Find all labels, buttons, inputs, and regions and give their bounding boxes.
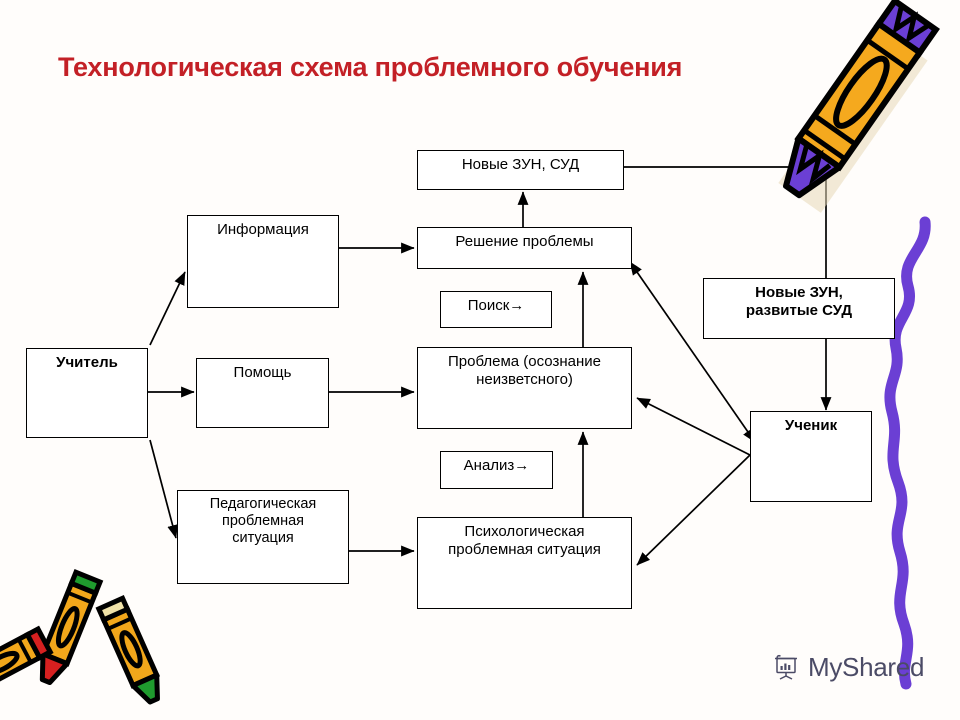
node-help-label: Помощь [233, 364, 292, 381]
node-information-label: Информация [217, 221, 309, 238]
node-student[interactable]: Ученик [750, 411, 872, 502]
edge-student-to-psychological [636, 454, 751, 566]
edge-teacher-to-information [149, 271, 186, 346]
myshared-label: MyShared [808, 652, 925, 682]
purple-scribble [884, 216, 931, 690]
node-teacher-label: Учитель [56, 354, 118, 371]
node-new-zun-developed-line1: Новые ЗУН, [755, 284, 843, 301]
node-pedagogical-line2: проблемная [221, 513, 305, 530]
node-pedagogical-line1: Педагогическая [209, 496, 317, 512]
edge-student-solution-bidirectional [629, 261, 756, 443]
node-pedagogical-line3: ситуация [232, 530, 294, 547]
node-problem[interactable]: Проблема (осознание неизветсного) [417, 347, 632, 429]
node-psychological-line2: проблемная ситуация [448, 540, 601, 558]
node-psychological-situation[interactable]: Психологическая проблемная ситуация [417, 517, 632, 609]
node-psychological-line1: Психологическая [464, 523, 585, 540]
node-problem-line2: неизветсного) [476, 370, 573, 388]
orange-crayon [778, 0, 940, 213]
node-analysis-label: Анализ→ [463, 457, 530, 474]
node-teacher[interactable]: Учитель [26, 348, 148, 438]
node-new-zun-sud[interactable]: Новые ЗУН, СУД [417, 150, 624, 190]
node-new-zun-sud-label: Новые ЗУН, СУД [461, 156, 580, 173]
node-solution[interactable]: Решение проблемы [417, 227, 632, 269]
node-new-zun-developed-sud[interactable]: Новые ЗУН, развитые СУД [703, 278, 895, 339]
node-search-label: Поиск→ [467, 297, 525, 314]
node-pedagogical-situation[interactable]: Педагогическая проблемная ситуация [177, 490, 349, 584]
node-student-label: Ученик [784, 417, 838, 434]
myshared-watermark: MyShared [772, 652, 924, 683]
edge-student-to-problem [636, 397, 751, 456]
edge-teacher-to-pedagogical [149, 439, 178, 539]
node-help[interactable]: Помощь [196, 358, 329, 428]
node-information[interactable]: Информация [187, 215, 339, 308]
page-title: Технологическая схема проблемного обучен… [58, 52, 683, 82]
node-search[interactable]: Поиск→ [440, 291, 552, 328]
crayon-trio [0, 569, 161, 705]
node-analysis[interactable]: Анализ→ [440, 451, 553, 489]
presentation-chart-icon [775, 654, 797, 680]
node-problem-line1: Проблема (осознание [448, 353, 601, 370]
node-solution-label: Решение проблемы [455, 233, 594, 250]
node-new-zun-developed-line2: развитые СУД [745, 301, 853, 319]
